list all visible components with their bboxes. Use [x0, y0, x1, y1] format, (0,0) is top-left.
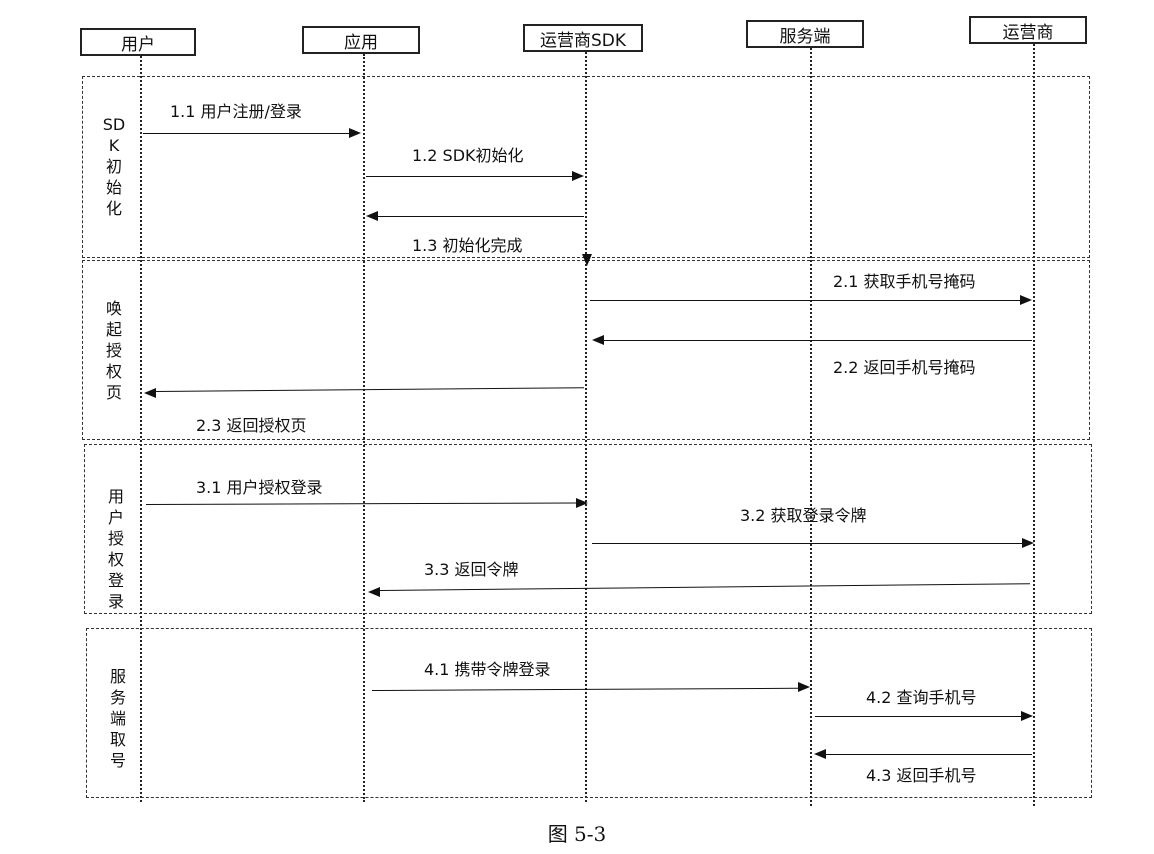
lifeline-server: [810, 48, 812, 806]
arrowhead-2-1: [1020, 295, 1032, 305]
arrowhead-3-1: [576, 498, 588, 508]
arrowhead-2-2: [592, 335, 604, 345]
message-label-1-2: 1.2 SDK初始化: [412, 146, 524, 165]
actor-app: 应用: [302, 26, 420, 54]
message-label-4-1: 4.1 携带令牌登录: [424, 660, 551, 679]
lifeline-carrier-sdk: [585, 52, 587, 802]
arrowhead-4-3: [814, 749, 826, 759]
lifeline-app: [363, 54, 365, 802]
message-arrow-4-2: [815, 716, 1021, 717]
arrowhead-1-1: [349, 128, 361, 138]
message-arrow-2-2: [604, 340, 1032, 341]
actor-user: 用户: [80, 28, 196, 56]
group-label-auth-page: 唤起授权页: [105, 299, 122, 402]
group-label-user-auth-login: 用户授权登录: [107, 487, 124, 611]
message-arrow-1-2: [366, 176, 572, 177]
message-label-2-3: 2.3 返回授权页: [196, 416, 307, 435]
actor-carrier: 运营商: [969, 16, 1087, 44]
message-label-1-3: 1.3 初始化完成: [412, 236, 523, 255]
lifeline-carrier: [1033, 44, 1035, 806]
actor-server: 服务端: [746, 20, 864, 48]
message-label-3-1: 3.1 用户授权登录: [196, 478, 323, 497]
message-arrow-4-3: [826, 754, 1032, 755]
figure-caption: 图 5-3: [547, 822, 607, 846]
message-arrow-3-2: [592, 543, 1022, 544]
message-label-3-3: 3.3 返回令牌: [424, 560, 519, 579]
group-user-auth-login: [84, 444, 1092, 614]
arrowhead-4-2: [1021, 711, 1033, 721]
arrowhead-1-2: [572, 171, 584, 181]
message-label-3-2: 3.2 获取登录令牌: [740, 506, 867, 525]
arrowhead-4-1: [798, 682, 810, 692]
arrowhead-2-3: [144, 388, 156, 398]
arrowhead-1-3: [366, 211, 378, 221]
group-server-fetch-number: [86, 628, 1092, 798]
message-label-1-1: 1.1 用户注册/登录: [170, 102, 302, 121]
message-arrow-2-1: [590, 300, 1020, 301]
group-label-server-fetch-number: 服务端取号: [109, 667, 126, 770]
arrowhead-3-3: [368, 587, 380, 597]
message-arrow-1-3: [378, 216, 584, 217]
message-label-4-2: 4.2 查询手机号: [866, 688, 977, 707]
arrowhead-sdk-down: [582, 254, 592, 266]
lifeline-user: [140, 56, 142, 802]
message-label-4-3: 4.3 返回手机号: [866, 766, 977, 785]
actor-carrier-sdk: 运营商SDK: [523, 24, 643, 52]
message-label-2-1: 2.1 获取手机号掩码: [833, 272, 976, 291]
message-label-2-2: 2.2 返回手机号掩码: [833, 358, 976, 377]
message-arrow-1-1: [143, 133, 349, 134]
group-label-sdk-init: SDK初始化: [102, 115, 126, 218]
arrowhead-3-2: [1022, 538, 1034, 548]
